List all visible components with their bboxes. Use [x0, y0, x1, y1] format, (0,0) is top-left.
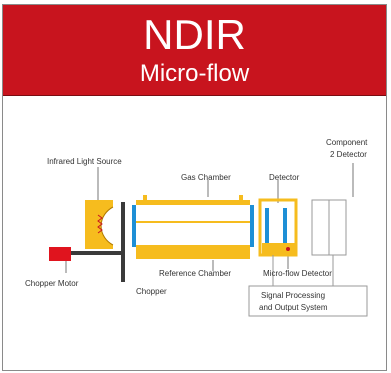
- label-signal-processing-line2: and Output System: [259, 303, 328, 312]
- ndir-schematic: [49, 163, 368, 317]
- chopper-motor-block: [49, 247, 71, 261]
- micro-flow-channel: [262, 243, 295, 255]
- detector-window-1: [265, 208, 269, 244]
- page-subtitle: Micro-flow: [139, 60, 250, 87]
- signal-processing-box: [248, 285, 368, 317]
- label-gas-chamber: Gas Chamber: [181, 173, 231, 182]
- micro-flow-sensor-icon: [286, 247, 290, 251]
- label-infrared-light-source: Infrared Light Source: [47, 157, 122, 166]
- label-chopper-motor: Chopper Motor: [25, 279, 79, 288]
- gas-inlet: [143, 195, 147, 201]
- window-right: [250, 205, 254, 247]
- label-reference-chamber: Reference Chamber: [159, 269, 232, 278]
- reference-chamber-body: [136, 245, 250, 259]
- reflector-icon: [100, 206, 114, 246]
- chopper-disk: [121, 202, 125, 282]
- label-component2-line2: 2 Detector: [330, 150, 367, 159]
- gas-outlet: [239, 195, 243, 201]
- page-title: NDIR: [143, 11, 246, 58]
- label-chopper: Chopper: [136, 287, 167, 296]
- ir-filament-icon: [97, 214, 103, 234]
- chopper-shaft: [71, 251, 121, 255]
- label-detector: Detector: [269, 173, 300, 182]
- label-micro-flow-detector: Micro-flow Detector: [263, 269, 332, 278]
- label-component2-line1: Component: [326, 138, 368, 147]
- chamber-divider: [136, 221, 250, 223]
- label-signal-processing-line1: Signal Processing: [261, 291, 326, 300]
- title-banner: NDIR Micro-flow: [3, 5, 386, 96]
- diagram-frame: NDIR Micro-flow: [2, 4, 387, 371]
- detector-window-2: [283, 208, 287, 244]
- window-left: [132, 205, 136, 247]
- gas-chamber-top: [136, 200, 250, 205]
